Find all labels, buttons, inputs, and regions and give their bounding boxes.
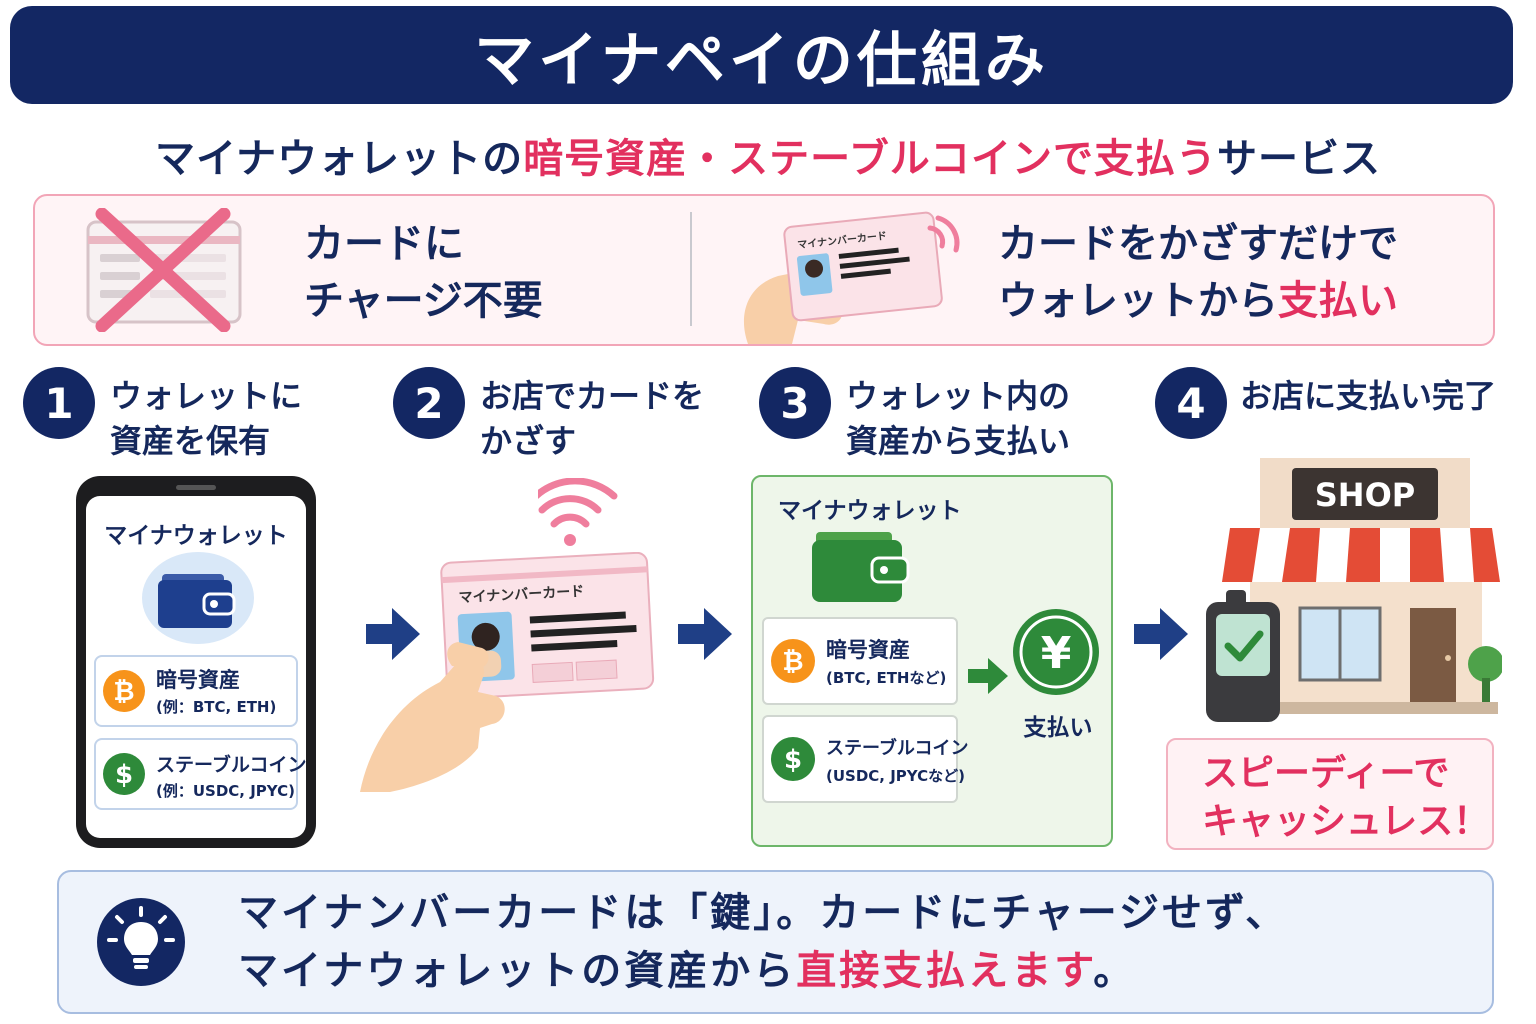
- arrow-right-icon: [366, 608, 420, 660]
- step-1-line1: ウォレットに: [110, 377, 303, 415]
- speedy-line2: キャッシュレス！: [1202, 801, 1490, 842]
- subtitle-part1: マイナウォレットの: [154, 136, 524, 182]
- wallet-icon: [142, 552, 254, 644]
- lightbulb-icon: [97, 898, 185, 986]
- arrow-right-icon: [968, 658, 1008, 694]
- phone-app-name: マイナウォレット: [104, 523, 288, 549]
- svg-text:₿: ₿: [113, 677, 134, 707]
- panel-stable-sub: (USDC, JPYCなど): [826, 767, 965, 785]
- dollar-icon: $: [771, 737, 815, 781]
- wallet-icon: [812, 532, 910, 602]
- cross-icon: [86, 208, 242, 332]
- panel-stable-name: ステーブルコイン: [826, 738, 969, 759]
- feature-right-line2a: ウォレットから: [998, 278, 1278, 324]
- arrow-right-icon: [1134, 608, 1188, 660]
- panel-crypto-name: 暗号資産: [826, 638, 910, 662]
- step-4-line1: お店に支払い完了: [1240, 377, 1497, 415]
- shop-illustration: SHOP: [1206, 458, 1502, 722]
- hand-card-icon: マイナンバーカード: [743, 211, 960, 344]
- shop-sign: SHOP: [1315, 476, 1415, 514]
- speedy-box: スピーディーで キャッシュレス！: [1166, 738, 1494, 850]
- hand-card-illustration: マイナンバーカード: [360, 552, 655, 792]
- phone-speaker: [176, 485, 216, 490]
- step-1-line2: 資産を保有: [110, 422, 271, 460]
- subtitle: マイナウォレットの暗号資産・ステーブルコインで支払うサービス: [0, 126, 1536, 184]
- step-2-number: 2: [393, 367, 465, 439]
- feature-divider: [690, 212, 692, 326]
- bitcoin-icon: ₿: [103, 670, 145, 712]
- svg-text:₿: ₿: [782, 647, 803, 677]
- page-title: マイナペイの仕組み: [474, 25, 1049, 96]
- wallet-panel-title: マイナウォレット: [778, 498, 962, 524]
- note-line1: マイナンバーカードは「鍵」。カードにチャージせず、: [238, 890, 1289, 936]
- step-3-label: ウォレット内の 資産から支払い: [846, 374, 1070, 464]
- svg-text:$: $: [115, 760, 133, 790]
- step-3-number: 3: [759, 367, 831, 439]
- feature-left-line2: チャージ不要: [304, 278, 543, 324]
- note-text: マイナンバーカードは「鍵」。カードにチャージせず、 マイナウォレットの資産から直…: [238, 884, 1288, 1000]
- step-2-line2: かざす: [480, 422, 577, 460]
- svg-text:$: $: [784, 745, 802, 775]
- step-1-number: 1: [23, 367, 95, 439]
- pay-label: 支払い: [1023, 715, 1093, 741]
- note-line2a: マイナウォレットの資産から: [238, 948, 797, 994]
- panel-crypto-sub: (BTC, ETHなど): [826, 669, 947, 687]
- phone-crypto-name: 暗号資産: [156, 668, 240, 692]
- step-2-line1: お店でカードを: [480, 377, 705, 415]
- note-line2c: 。: [1093, 948, 1137, 994]
- dollar-icon: $: [103, 753, 145, 795]
- nfc-wave-icon: [538, 478, 618, 546]
- phone-stable-name: ステーブルコイン: [156, 754, 307, 776]
- yen-symbol: ¥: [1041, 628, 1072, 679]
- yen-coin-icon: ¥: [1013, 609, 1099, 695]
- arrow-right-icon: [678, 608, 732, 660]
- feature-left-text: カードに チャージ不要: [304, 216, 543, 330]
- feature-left-line1: カードに: [304, 221, 464, 267]
- phone-crypto-sub: (例：BTC, ETH): [156, 698, 277, 716]
- subtitle-part2: 暗号資産・ステーブルコインで支払う: [523, 136, 1217, 182]
- feature-right-line2b: 支払い: [1278, 278, 1398, 324]
- step-1-label: ウォレットに 資産を保有: [110, 374, 302, 464]
- note-line2b: 直接支払えます: [796, 948, 1094, 994]
- subtitle-part3: サービス: [1217, 136, 1381, 182]
- step-3-line2: 資産から支払い: [846, 422, 1071, 460]
- note-box: [57, 870, 1494, 1014]
- feature-right-line1: カードをかざすだけで: [998, 221, 1398, 267]
- step-4-number: 4: [1155, 367, 1227, 439]
- phone-stable-sub: (例：USDC, JPYC): [156, 782, 295, 800]
- bitcoin-icon: ₿: [771, 639, 815, 683]
- step-4-label: お店に支払い完了: [1240, 374, 1496, 419]
- step-2-label: お店でカードを かざす: [480, 374, 704, 464]
- card-label: マイナンバーカード: [458, 584, 584, 607]
- step-3-line1: ウォレット内の: [846, 377, 1071, 415]
- speedy-line1: スピーディーで: [1202, 753, 1450, 794]
- title-banner: マイナペイの仕組み: [10, 6, 1513, 104]
- feature-right-text: カードをかざすだけで ウォレットから支払い: [998, 216, 1398, 330]
